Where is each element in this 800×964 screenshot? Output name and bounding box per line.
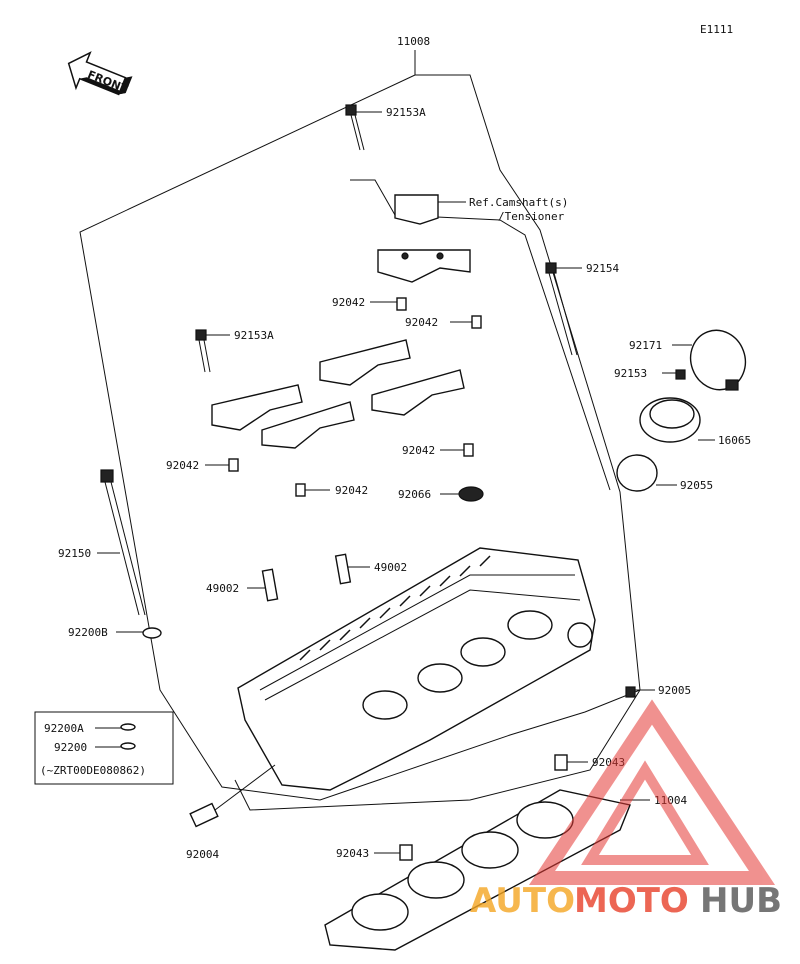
part-label-92042-b: 92042 [405, 316, 438, 329]
part-label-16065: 16065 [718, 434, 751, 447]
assembly-frame [79, 50, 641, 811]
part-label-box-note: (~ZRT00DE080862) [40, 764, 146, 777]
part-label-92153: 92153 [614, 367, 647, 380]
part-label-92004: 92004 [186, 848, 219, 861]
cylinder-head [237, 547, 596, 791]
part-label-92200a: 92200A [44, 722, 84, 735]
part-label-92042-a: 92042 [332, 296, 365, 309]
part-label-49002-a: 49002 [374, 561, 407, 574]
valve-guides-49002 [261, 553, 352, 602]
part-label-92066: 92066 [398, 488, 431, 501]
part-label-11008: 11008 [397, 35, 430, 48]
diagram-code: E1111 [700, 23, 733, 36]
watermark-auto: AUTO [470, 881, 575, 921]
camshaft-holder-upper [377, 194, 471, 283]
part-label-92153a-top: 92153A [386, 106, 426, 119]
front-arrow-icon: FRONT [67, 51, 133, 96]
watermark-moto: MOTO [574, 881, 689, 921]
bolt-92154 [545, 262, 578, 356]
screw-92153 [675, 369, 686, 380]
ref-camshaft-label: Ref.Camshaft(s) [469, 196, 568, 209]
part-label-92055: 92055 [680, 479, 713, 492]
ref-tensioner-label: /Tensioner [498, 210, 565, 223]
plug-92066 [458, 486, 484, 502]
watermark-text: AUTO MOTO HUB [470, 881, 782, 921]
stud-92150 [100, 469, 162, 639]
clamp-92171 [689, 329, 747, 391]
head-gasket-11004 [324, 789, 631, 951]
part-label-92200: 92200 [54, 741, 87, 754]
part-label-92150: 92150 [58, 547, 91, 560]
stud-92004 [189, 764, 276, 828]
o-ring-92055 [616, 454, 658, 492]
part-label-92200b: 92200B [68, 626, 108, 639]
camshaft-caps [211, 339, 465, 449]
watermark-logo [528, 699, 776, 885]
part-label-92153a-left: 92153A [234, 329, 274, 342]
variant-box [34, 711, 174, 785]
part-label-92005: 92005 [658, 684, 691, 697]
part-label-92154: 92154 [586, 262, 619, 275]
part-label-92042-c: 92042 [166, 459, 199, 472]
bolt-92153a-top [345, 104, 365, 151]
part-label-49002-b: 49002 [206, 582, 239, 595]
part-label-92042-e: 92042 [335, 484, 368, 497]
holder-16065 [639, 397, 701, 443]
fitting-92005 [625, 686, 636, 698]
part-label-92043-b: 92043 [336, 847, 369, 860]
triangle-logo-icon [528, 699, 776, 885]
bolt-92153a-left [195, 329, 211, 373]
leader-lines [95, 111, 715, 854]
part-label-92042-d: 92042 [402, 444, 435, 457]
part-label-92171: 92171 [629, 339, 662, 352]
watermark-hub: HUB [700, 881, 782, 921]
